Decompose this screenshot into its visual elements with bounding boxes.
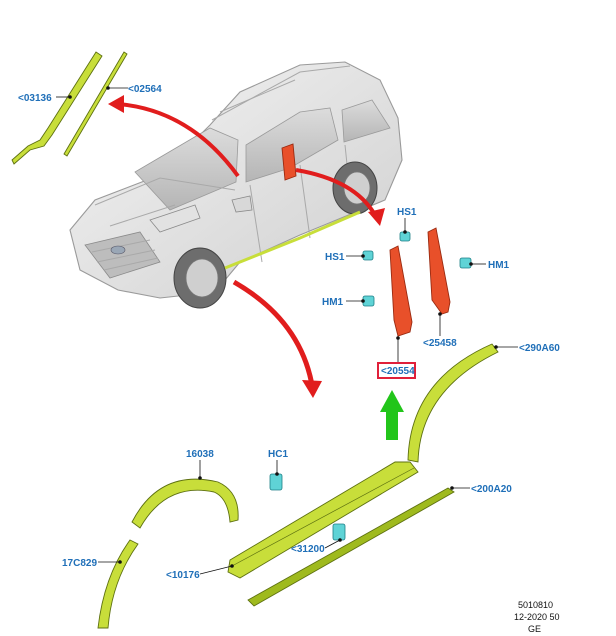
footer-date: 12-2020 50 (514, 612, 560, 622)
label-hs1-left[interactable]: HS1 (325, 252, 345, 263)
vehicle-illustration (69, 61, 403, 309)
label-25458[interactable]: <25458 (423, 338, 457, 349)
label-hc1[interactable]: HC1 (268, 449, 288, 460)
clip-31200[interactable] (332, 523, 346, 541)
label-290a60[interactable]: <290A60 (519, 343, 560, 354)
label-200a20[interactable]: <200A20 (471, 484, 512, 495)
pillar-applique-25458[interactable] (427, 227, 451, 315)
pillar-applique-20554[interactable] (389, 245, 413, 337)
roof-strip-03136[interactable] (11, 51, 103, 165)
label-31200[interactable]: <31200 (291, 544, 325, 555)
clip-hm1-right[interactable] (459, 257, 472, 269)
label-hm1-left[interactable]: HM1 (322, 297, 344, 308)
green-arrow (380, 390, 404, 440)
highlight-box-20554 (377, 362, 416, 379)
front-arch-lower-17c829[interactable] (97, 539, 139, 629)
label-16038[interactable]: 16038 (186, 449, 214, 460)
label-10176[interactable]: <10176 (166, 570, 200, 581)
label-hm1-right[interactable]: HM1 (488, 260, 510, 271)
rear-wheel-arch-290a60[interactable] (407, 343, 499, 463)
red-arrow-to-sill (232, 279, 322, 398)
front-wheel-arch-16038[interactable] (131, 478, 239, 529)
label-17c829[interactable]: 17C829 (62, 558, 97, 569)
red-arrow-to-roof (108, 95, 240, 178)
leader-lines (56, 86, 518, 575)
clip-hc1[interactable] (269, 473, 283, 491)
label-02564[interactable]: <02564 (128, 84, 162, 95)
rocker-sill-moulding[interactable] (227, 461, 419, 579)
footer-code: GE (528, 624, 541, 634)
diagram-footer: 5010810 12-2020 50 GE (514, 600, 560, 634)
lower-strip-200a20[interactable] (247, 487, 455, 607)
label-hs1-top[interactable]: HS1 (397, 207, 417, 218)
callout-labels: <03136 <02564 HS1 HS1 HM1 HM1 <25458 <20… (18, 84, 560, 581)
footer-id: 5010810 (518, 600, 553, 610)
red-arrow-to-pillar (295, 168, 385, 226)
roof-strip-02564[interactable] (63, 51, 128, 157)
label-20554[interactable]: <20554 (381, 366, 415, 377)
label-03136[interactable]: <03136 (18, 93, 52, 104)
